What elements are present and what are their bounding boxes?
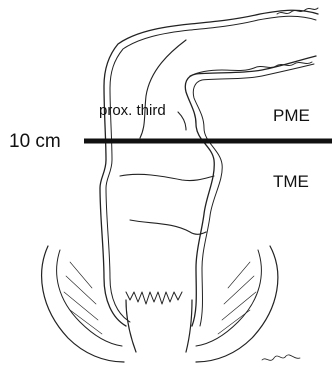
colon-outer-wall [100, 10, 318, 326]
label-ten-cm: 10 cm [9, 132, 61, 151]
levator-left-hatch [64, 262, 102, 334]
colon-outer-wall-inner [106, 16, 316, 322]
levator-right [196, 246, 278, 362]
label-pme: PME [273, 107, 310, 124]
label-tme: TME [273, 173, 309, 190]
rectal-fold-3 [178, 112, 186, 130]
levator-left [42, 246, 124, 362]
rectal-fold-2 [130, 220, 206, 234]
rectal-fold-1 [120, 174, 214, 180]
anal-columns [126, 292, 182, 304]
rectal-lumen-left [140, 40, 186, 138]
artist-signature [262, 355, 300, 360]
mesorectum-wall [185, 56, 316, 326]
levator-right-inner [196, 250, 261, 346]
label-proximal-third: prox. third [99, 103, 166, 118]
mesorectum-wall-inner [193, 64, 314, 326]
anal-canal [126, 300, 192, 352]
